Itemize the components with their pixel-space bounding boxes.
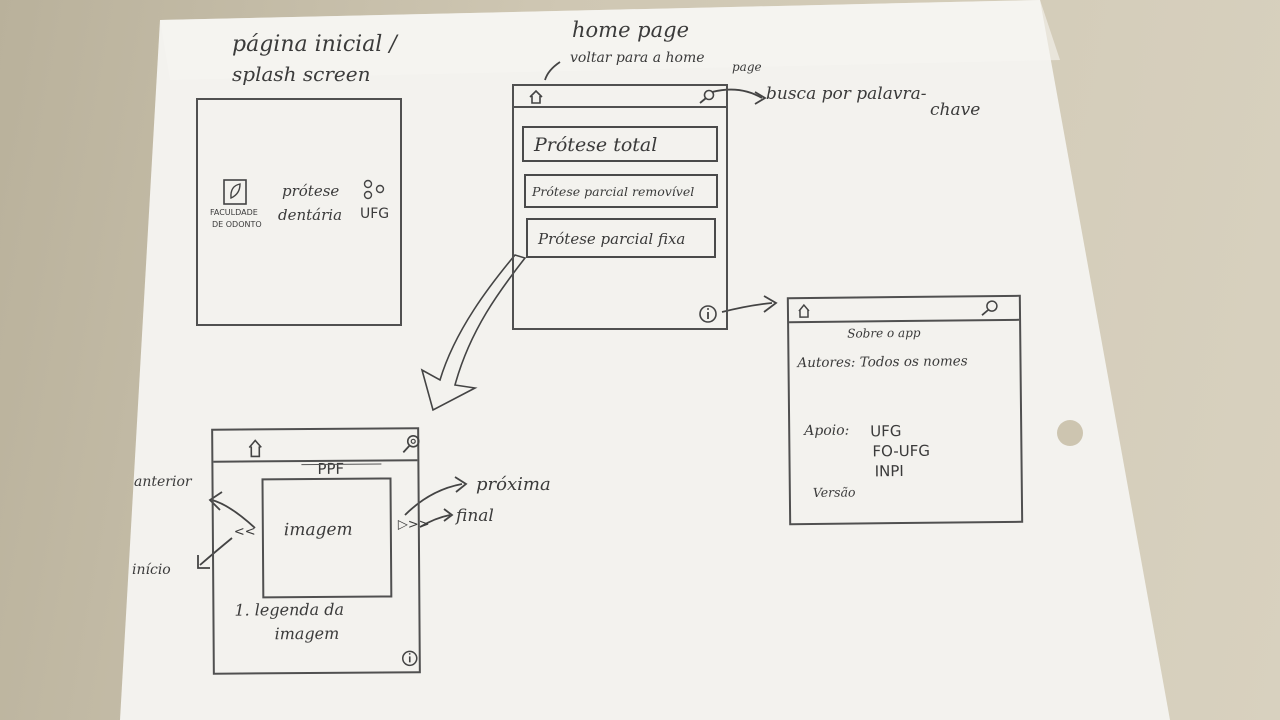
prev-note: anterior: [134, 474, 192, 490]
support-item: FO-UFG: [872, 441, 931, 461]
detail-screen-frame: PPF imagem << ▷>> 1. legenda da imagem: [211, 427, 430, 675]
home-note-arrow: [544, 61, 561, 81]
splash-ufg-text: UFG: [360, 206, 390, 222]
about-version: Versão: [812, 484, 856, 500]
splash-title-line1: página inicial /: [232, 32, 397, 57]
next-button[interactable]: ▷>>: [397, 517, 430, 533]
home-icon[interactable]: [247, 438, 263, 458]
info-icon[interactable]: [698, 304, 718, 324]
logo-text-line2: DE ODONTO: [212, 220, 262, 229]
home-note-line2: page: [732, 60, 762, 74]
last-note: final: [456, 506, 494, 526]
prosthesis-total-button[interactable]: Prótese total: [522, 126, 718, 162]
splash-screen-frame: FACULDADE DE ODONTO prótese dentária UFG: [196, 98, 402, 326]
detail-header-divider: [213, 459, 418, 463]
image-label: imagem: [283, 519, 353, 541]
search-icon[interactable]: [401, 433, 421, 455]
home-note-line1: voltar para a home: [570, 50, 705, 66]
home-to-detail-arrow: [420, 254, 527, 412]
home-icon[interactable]: [528, 89, 544, 105]
home-screen-frame: Prótese total Prótese parcial removível …: [512, 84, 728, 330]
about-title: Sobre o app: [847, 325, 921, 341]
about-screen-frame: Sobre o app Autores: Todos os nomes Apoi…: [786, 294, 1024, 526]
punch-hole: [1057, 420, 1083, 446]
home-title: home page: [572, 18, 690, 42]
home-icon[interactable]: [797, 303, 811, 319]
search-note-line2: chave: [930, 100, 981, 120]
first-note: início: [132, 562, 171, 578]
prosthesis-removable-button[interactable]: Prótese parcial removível: [524, 174, 718, 208]
support-item: UFG: [870, 422, 902, 441]
about-header-divider: [789, 318, 1020, 324]
splash-title-line2: splash screen: [232, 62, 371, 86]
search-note-arrow: [711, 88, 763, 99]
logo-text-line1: FACULDADE: [210, 208, 258, 217]
home-header-divider: [514, 106, 726, 108]
support-item: INPI: [874, 462, 904, 481]
prosthesis-fixed-button[interactable]: Prótese parcial fixa: [526, 218, 716, 258]
faculty-logo-icon: [223, 179, 247, 205]
info-icon[interactable]: [401, 649, 419, 667]
search-icon[interactable]: [698, 89, 716, 105]
about-support-label: Apoio:: [804, 422, 850, 440]
search-note-line1: busca por palavra-: [766, 84, 927, 104]
detail-title: PPF: [317, 459, 345, 478]
splash-center-line2: dentária: [278, 206, 343, 224]
about-authors: Autores: Todos os nomes: [797, 353, 968, 372]
ufg-logo-icon: [363, 179, 385, 200]
splash-center-line1: prótese: [282, 182, 340, 200]
caption-line2: imagem: [274, 623, 340, 644]
image-placeholder: imagem: [261, 477, 393, 599]
search-icon[interactable]: [979, 299, 999, 317]
prev-button[interactable]: <<: [233, 524, 256, 540]
next-note: próxima: [476, 474, 551, 495]
caption-line1: 1. legenda da: [234, 599, 345, 620]
